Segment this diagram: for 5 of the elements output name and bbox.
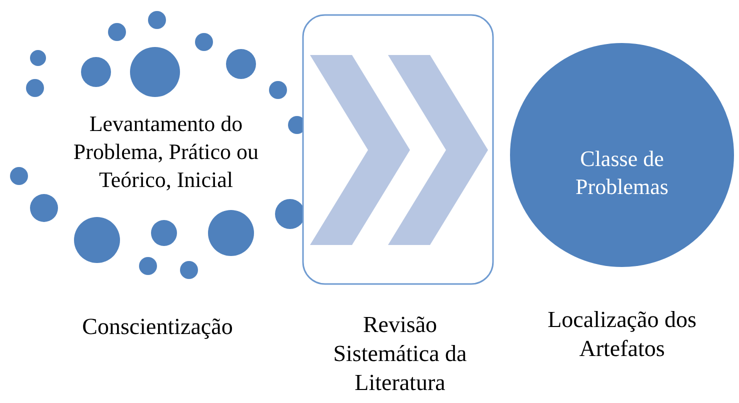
node-label: Classe de Problemas (574, 145, 670, 201)
caption-text: Revisão Sistemática da Literatura (332, 311, 468, 397)
caption-text: Localização dos Artefatos (546, 306, 698, 363)
caption-text: Conscientização (81, 313, 234, 341)
node-label: Levantamento do Problema, Prático ou Teórico, Inicial (72, 110, 260, 194)
